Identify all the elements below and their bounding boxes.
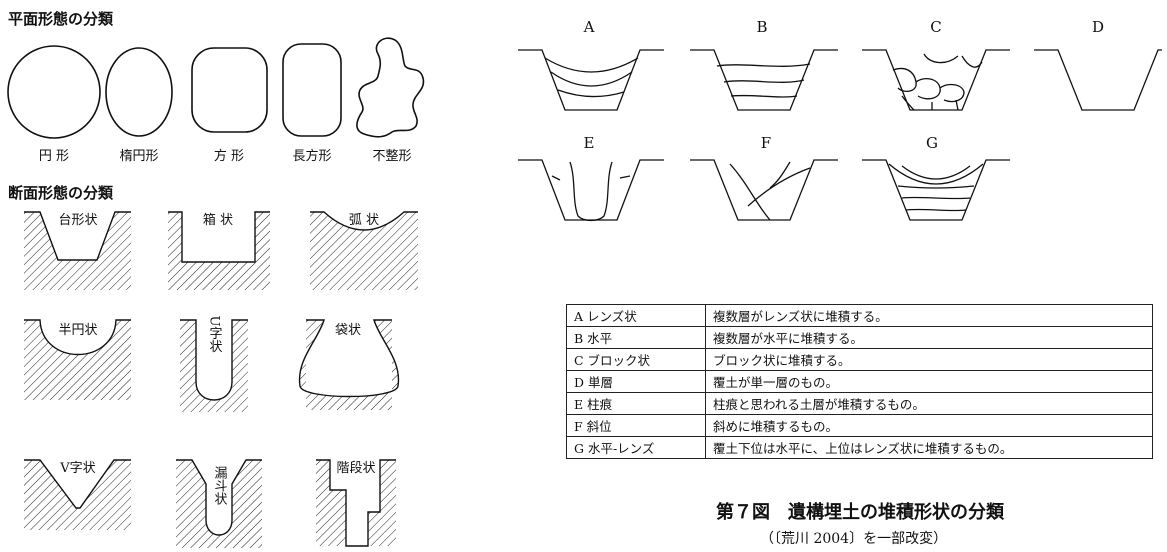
figure-source: （〔荒川 2004〕を一部改変）	[760, 531, 948, 547]
legend-desc: 複数層がレンズ状に堆積する。	[705, 304, 1153, 327]
fill-legend-table: A レンズ状 複数層がレンズ状に堆積する。 B 水平 複数層が水平に堆積する。 …	[566, 304, 1153, 459]
table-row: D 単層 覆土が単一層のもの。	[566, 370, 1153, 393]
fill-f-diagonal	[690, 159, 838, 221]
legend-key: D 単層	[566, 370, 706, 393]
profile-arc	[310, 212, 418, 290]
legend-desc: 柱痕と思われる土層が堆積するもの。	[705, 392, 1153, 415]
table-row: A レンズ状 複数層がレンズ状に堆積する。	[566, 304, 1153, 327]
profile-funnel	[176, 460, 262, 548]
fill-g-horizontal-lens	[862, 159, 1010, 221]
plan-label: 長方形	[292, 148, 331, 164]
fill-letter: F	[761, 134, 771, 152]
legend-desc: 覆土下位は水平に、上位はレンズ状に堆積するもの。	[705, 436, 1153, 459]
legend-desc: 斜めに堆積するもの。	[705, 414, 1153, 437]
legend-desc: 複数層が水平に堆積する。	[705, 326, 1153, 349]
fill-letter: A	[583, 18, 595, 36]
legend-key: C ブロック状	[566, 348, 706, 371]
fill-letters: A B C D E F G	[583, 18, 1104, 152]
table-row: B 水平 複数層が水平に堆積する。	[566, 326, 1153, 349]
legend-key: A レンズ状	[566, 304, 706, 327]
fill-c-block	[862, 49, 1010, 111]
profile-bag	[299, 320, 399, 410]
legend-desc: ブロック状に堆積する。	[705, 348, 1153, 371]
plan-rectangle	[282, 43, 342, 137]
plan-square	[191, 47, 268, 133]
plan-irregular	[356, 37, 425, 138]
section-heading: 断面形態の分類	[8, 184, 114, 202]
fill-letter: D	[1092, 18, 1104, 36]
profile-v-shape	[24, 460, 131, 530]
legend-key: G 水平-レンズ	[566, 436, 706, 459]
section-label: U字状	[207, 316, 223, 353]
figure-title: 遺構埋土の堆積形状の分類	[788, 502, 1004, 523]
figure-number: 第７図	[716, 502, 770, 523]
table-row: G 水平-レンズ 覆土下位は水平に、上位はレンズ状に堆積するもの。	[566, 436, 1153, 459]
table-row: F 斜位 斜めに堆積するもの。	[566, 414, 1153, 437]
plan-label: 不整形	[372, 149, 411, 164]
fill-b-horizontal	[690, 49, 838, 111]
fill-letter: C	[930, 18, 941, 36]
profile-box	[168, 212, 270, 290]
plan-circle	[7, 45, 101, 139]
plan-labels: 円 形 楕円形 方 形 長方形 不整形	[39, 148, 412, 164]
fill-letter: B	[756, 18, 767, 36]
profile-step	[316, 460, 396, 546]
section-label: 階段状	[336, 461, 375, 476]
fill-letter: G	[926, 134, 938, 152]
plan-heading: 平面形態の分類	[8, 10, 114, 28]
section-label: 漏斗状	[212, 465, 228, 505]
plan-ellipse	[105, 47, 173, 137]
legend-key: E 柱痕	[566, 392, 706, 415]
section-labels: 台形状 箱 状 弧 状 半円状 U字状 袋状 V字状 漏斗状 階段状	[58, 212, 379, 505]
profile-trapezoid	[24, 212, 131, 290]
legend-desc: 覆土が単一層のもの。	[705, 370, 1153, 393]
profile-semicircle	[24, 320, 131, 400]
table-row: C ブロック状 ブロック状に堆積する。	[566, 348, 1153, 371]
section-label: 台形状	[58, 213, 97, 228]
fill-profiles	[518, 49, 1162, 222]
section-label: 半円状	[58, 323, 97, 338]
section-profiles	[24, 211, 418, 548]
section-label: V字状	[59, 461, 95, 476]
fill-e-post	[518, 159, 664, 222]
section-label: 弧 状	[349, 213, 379, 228]
fill-d-single	[1034, 49, 1162, 111]
figure-caption: 第７図遺構埋土の堆積形状の分類	[716, 498, 1022, 524]
section-label: 箱 状	[203, 212, 233, 228]
plan-label: 方 形	[214, 148, 244, 164]
plan-label: 楕円形	[119, 149, 158, 164]
table-row: E 柱痕 柱痕と思われる土層が堆積するもの。	[566, 392, 1153, 415]
legend-key: B 水平	[566, 326, 706, 349]
fill-a-lens	[518, 49, 664, 111]
fill-letter: E	[584, 134, 595, 152]
legend-key: F 斜位	[566, 414, 706, 437]
plan-label: 円 形	[39, 149, 69, 164]
plan-shapes	[7, 37, 425, 139]
section-label: 袋状	[335, 323, 361, 338]
